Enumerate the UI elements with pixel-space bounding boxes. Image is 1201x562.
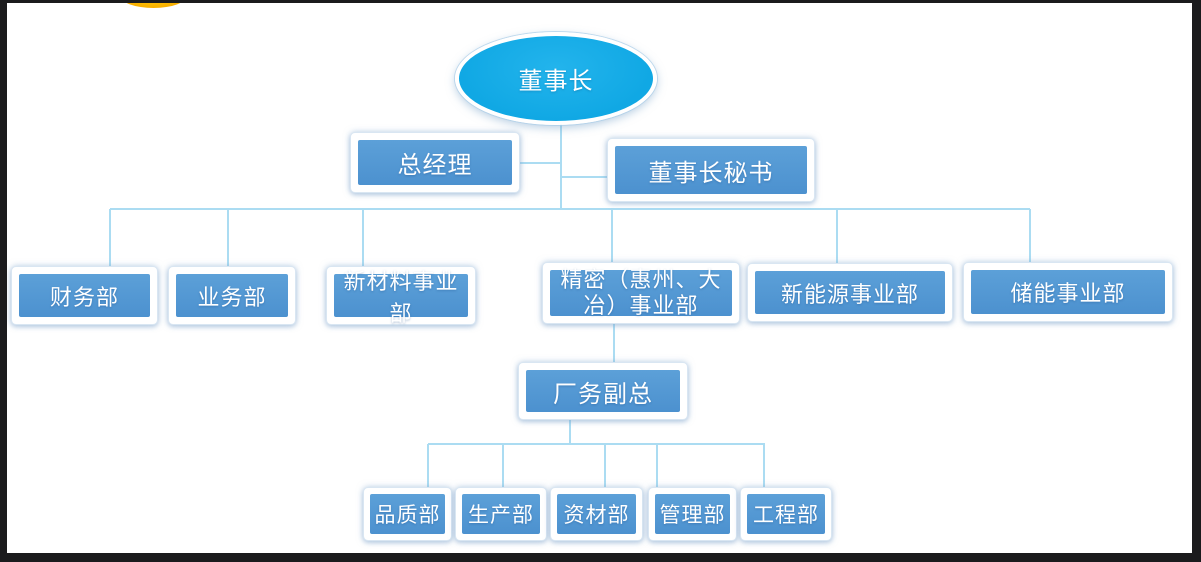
org-node-label: 资材部 xyxy=(563,504,630,527)
org-node-label: 新能源事业部 xyxy=(780,281,919,307)
letterbox-bar-right xyxy=(1192,0,1201,562)
org-node-production: 生产部 xyxy=(455,487,547,541)
org-node-label: 董事长秘书 xyxy=(648,159,774,187)
letterbox-bar-bottom xyxy=(0,553,1201,562)
org-node-business: 业务部 xyxy=(168,266,296,325)
org-node-label: 储能事业部 xyxy=(1010,281,1126,306)
org-node-finance: 财务部 xyxy=(11,266,158,325)
org-node-precision-division: 精密（惠州、大 冶）事业部 xyxy=(542,262,740,324)
org-node-label: 品质部 xyxy=(374,504,441,527)
org-node-label: 业务部 xyxy=(197,284,267,310)
org-node-factory-vp: 厂务副总 xyxy=(518,362,688,420)
org-node-quality: 品质部 xyxy=(363,487,452,541)
org-node-label: 精密（惠州、大 冶）事业部 xyxy=(560,267,722,318)
letterbox-bar-top xyxy=(0,0,1201,3)
org-node-new-energy: 新能源事业部 xyxy=(747,263,953,322)
org-node-energy-storage: 储能事业部 xyxy=(963,262,1173,322)
org-node-engineering: 工程部 xyxy=(740,487,832,541)
org-node-chairman-secretary: 董事长秘书 xyxy=(607,138,815,202)
org-node-general-manager: 总经理 xyxy=(350,132,520,193)
org-node-label: 董事长 xyxy=(518,68,594,95)
org-node-management: 管理部 xyxy=(648,487,737,541)
org-node-label: 生产部 xyxy=(468,504,534,527)
org-node-label: 财务部 xyxy=(49,284,119,310)
org-node-label: 厂务副总 xyxy=(553,380,653,408)
org-node-label: 管理部 xyxy=(659,504,726,527)
org-node-new-materials: 新材料事业部 xyxy=(326,266,476,326)
org-node-label: 工程部 xyxy=(753,504,819,527)
org-node-label: 总经理 xyxy=(397,152,473,179)
org-node-chairman: 董事长 xyxy=(455,32,657,125)
org-node-label: 新材料事业部 xyxy=(343,268,459,326)
corner-arc-decoration xyxy=(120,0,187,8)
org-node-materials: 资材部 xyxy=(550,487,643,541)
letterbox-bar-left xyxy=(0,0,7,562)
